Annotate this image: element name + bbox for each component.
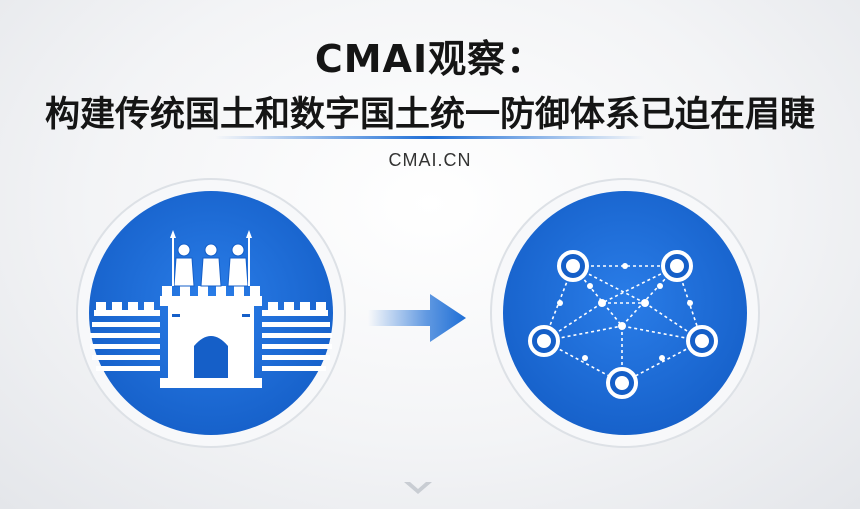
page-title: CMAI观察： — [314, 37, 546, 81]
site-label: CMAI.CN — [388, 150, 472, 170]
title-divider — [215, 136, 645, 139]
fortress-with-guards-icon — [76, 178, 346, 448]
logo-mark-icon — [404, 482, 432, 494]
network-nodes-icon — [490, 178, 760, 448]
right-arrow-icon — [368, 294, 466, 342]
page-subtitle: 构建传统国土和数字国土统一防御体系已迫在眉睫 — [44, 95, 815, 135]
